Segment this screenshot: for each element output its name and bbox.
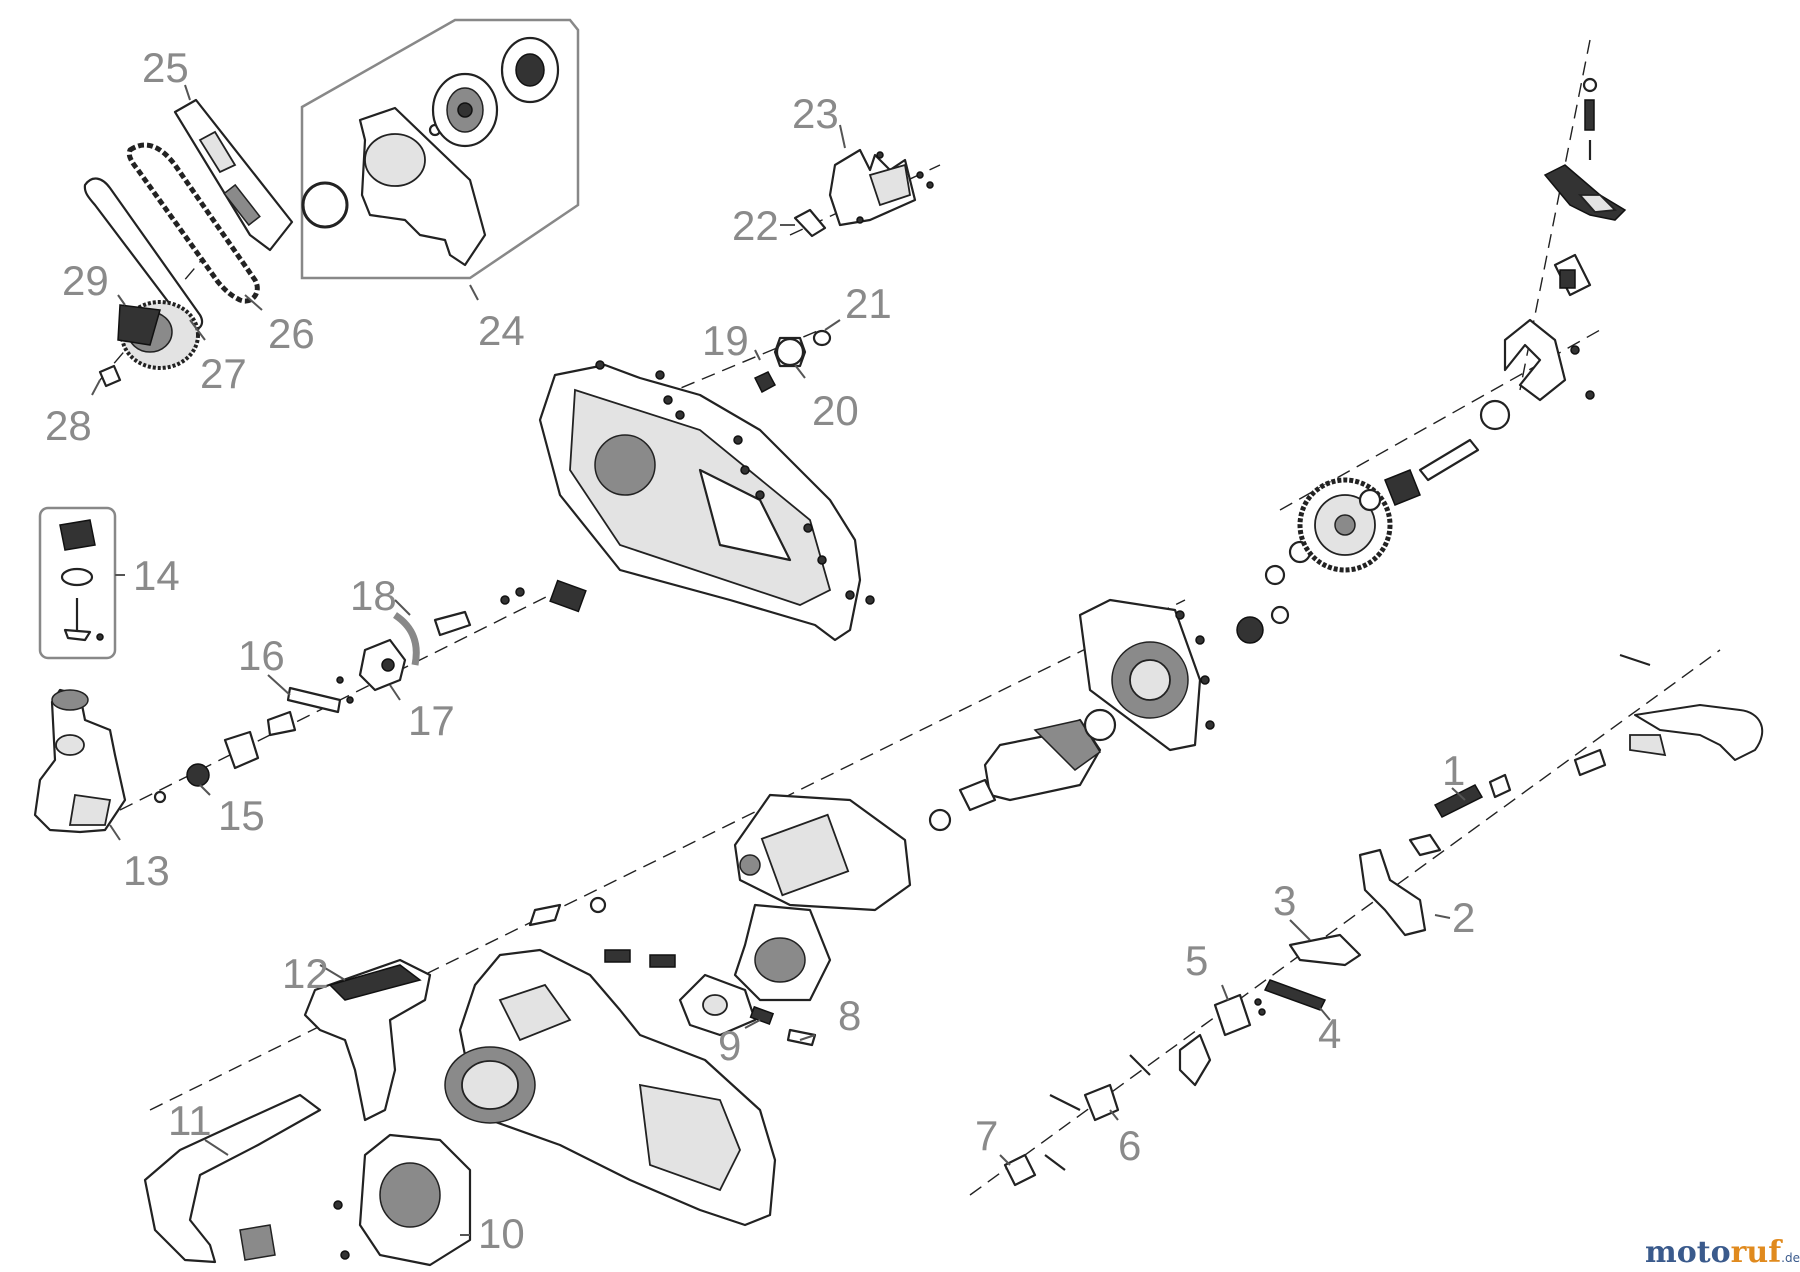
o-ring	[812, 329, 832, 347]
end-cap-10	[333, 1133, 472, 1267]
label-23: 23	[792, 90, 839, 137]
label-22: 22	[732, 202, 779, 249]
field-coil	[733, 903, 832, 1002]
spring-4	[1263, 979, 1327, 1011]
shaft-spring	[1384, 469, 1421, 506]
oil-cap-kit-14	[38, 506, 117, 660]
filter-pad	[549, 579, 587, 613]
label-12: 12	[282, 950, 329, 997]
armature-bearing	[1083, 708, 1117, 742]
brush-holder	[678, 973, 757, 1037]
oil-tank-13	[33, 688, 127, 834]
brush-spring-8	[786, 1028, 817, 1047]
pin	[793, 208, 827, 238]
label-10: 10	[478, 1210, 525, 1257]
label-18: 18	[350, 572, 397, 619]
bar-nut	[98, 364, 122, 388]
brake-block	[1553, 253, 1592, 297]
label-24: 24	[478, 307, 525, 354]
watermark-logo: motoruf.de	[1645, 1235, 1800, 1270]
clutch-drum	[500, 36, 560, 104]
chain-brake-lever	[1543, 77, 1627, 221]
brake-band	[1503, 318, 1595, 402]
trigger-spring-1	[1433, 784, 1484, 818]
label-20: 20	[812, 387, 859, 434]
label-26: 26	[268, 310, 315, 357]
label-6: 6	[1118, 1122, 1141, 1169]
label-25: 25	[142, 44, 189, 91]
guide-bar	[83, 177, 204, 331]
connector-7	[1003, 1153, 1037, 1187]
valve-housing	[223, 730, 260, 770]
label-11: 11	[168, 1097, 212, 1144]
watermark-suffix: .de	[1781, 1251, 1800, 1265]
callout-labels: 1 2 3 4 5 6 7 8 9 10 11 12 13 14 15 16 1…	[45, 44, 1475, 1257]
sprocket-wheel	[117, 300, 200, 370]
power-cord	[1619, 654, 1764, 761]
svg-text:motoruf.de: motoruf.de	[1645, 1235, 1800, 1270]
switch-6	[1049, 1054, 1151, 1122]
valve-15	[186, 763, 210, 787]
main-housing	[538, 360, 875, 642]
label-5: 5	[1185, 937, 1208, 984]
label-3: 3	[1273, 877, 1296, 924]
label-19: 19	[702, 317, 749, 364]
oil-hose-16	[286, 686, 342, 714]
handle-grip-12	[303, 958, 432, 1122]
label-21: 21	[845, 280, 892, 327]
saw-chain	[126, 142, 260, 304]
watermark-part1: moto	[1645, 1235, 1731, 1270]
clutch-cover-group	[300, 18, 580, 280]
oil-pump-spring	[753, 371, 777, 394]
trigger-lever-2	[1358, 848, 1427, 937]
label-29: 29	[62, 257, 109, 304]
motor-stator	[733, 793, 912, 912]
label-27: 27	[200, 350, 247, 397]
switch-5	[1213, 993, 1266, 1037]
oil-hose-18	[392, 612, 420, 666]
housing-screws	[595, 360, 875, 605]
guide-bar-group	[83, 98, 294, 388]
armature	[928, 718, 1102, 832]
label-16: 16	[238, 632, 285, 679]
motor-housing	[444, 948, 777, 1227]
label-7: 7	[975, 1112, 998, 1159]
oil-pump-gear	[773, 336, 807, 368]
oil-line-group	[286, 587, 525, 714]
label-28: 28	[45, 402, 92, 449]
label-14: 14	[133, 552, 180, 599]
gear-pinion	[1236, 616, 1264, 644]
label-9: 9	[718, 1022, 741, 1069]
retaining-ring	[301, 181, 349, 229]
label-4: 4	[1318, 1010, 1341, 1057]
label-17: 17	[408, 697, 455, 744]
label-1: 1	[1442, 747, 1465, 794]
front-handle-11	[143, 1093, 322, 1264]
bumper-spike-bracket	[828, 148, 934, 227]
gearbox-cover	[1078, 598, 1215, 752]
leader-lines	[91, 84, 1466, 1236]
label-13: 13	[123, 847, 170, 894]
label-2: 2	[1452, 894, 1475, 941]
label-15: 15	[218, 792, 265, 839]
drive-shaft	[1418, 438, 1480, 482]
drive-bearing	[431, 72, 499, 148]
watermark-part2: ruf	[1731, 1235, 1784, 1270]
trigger-3	[1288, 933, 1362, 967]
label-8: 8	[838, 992, 861, 1039]
